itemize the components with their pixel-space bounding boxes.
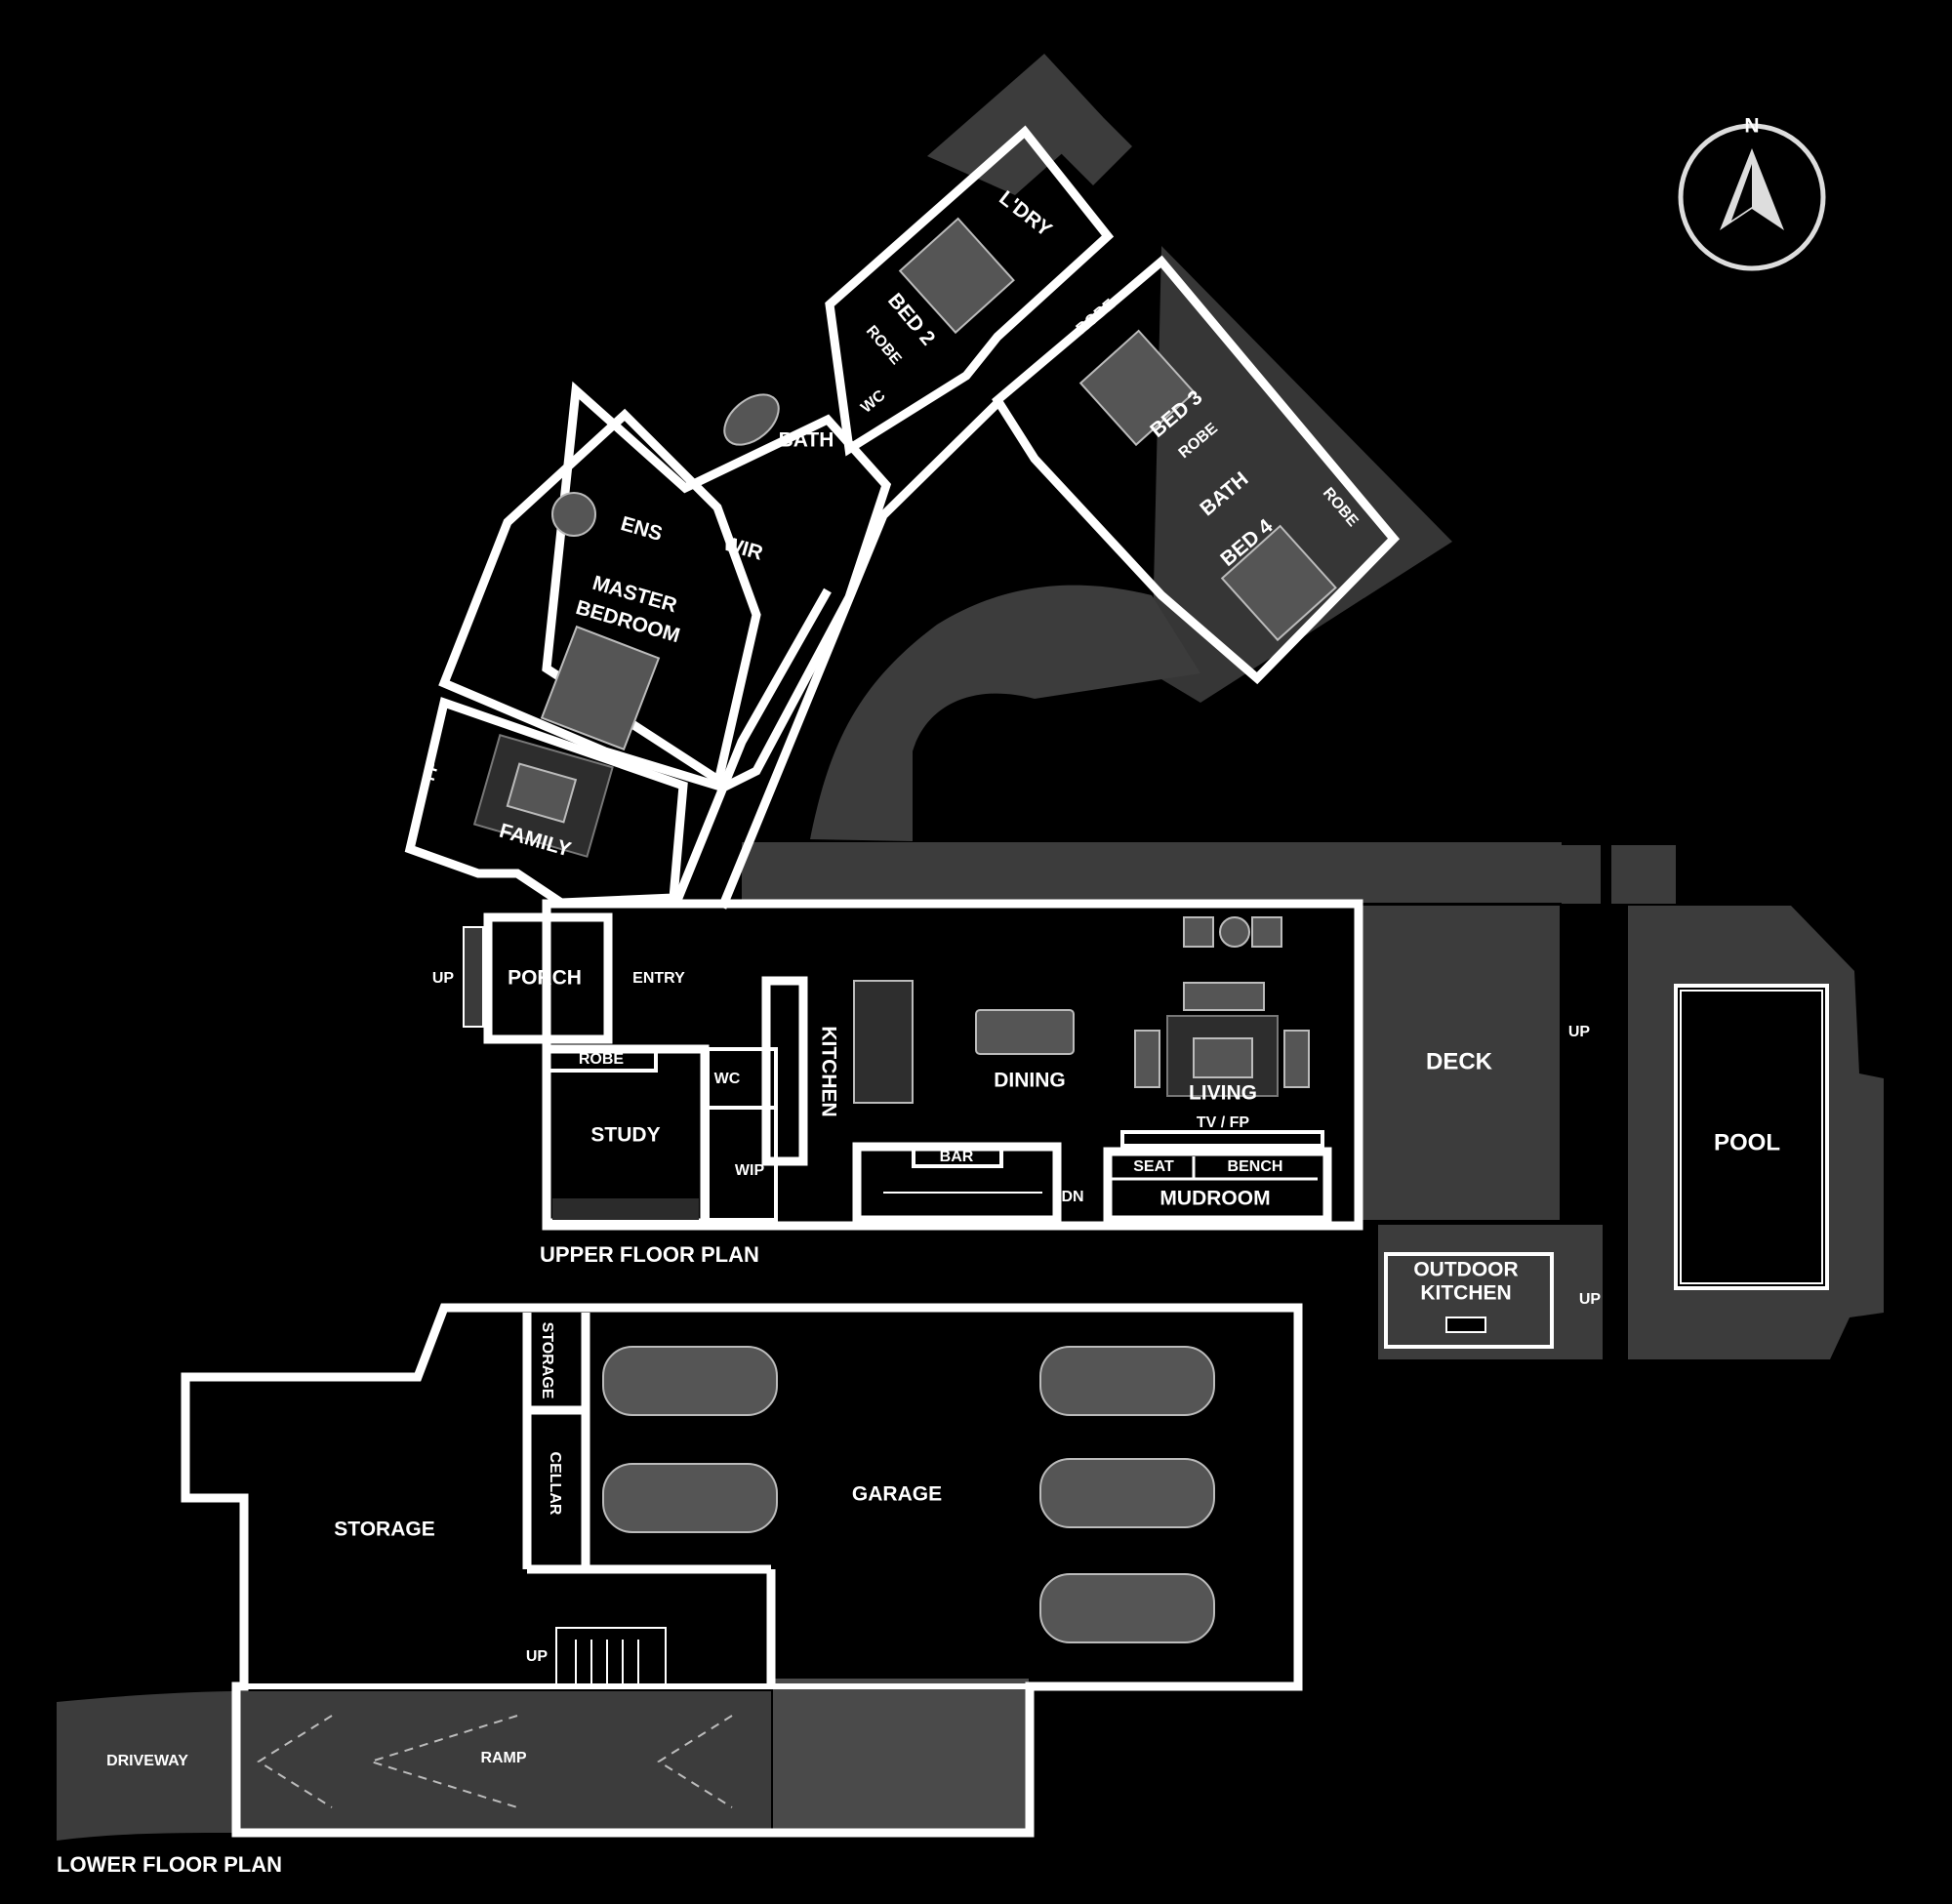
upper-floor-plan-title: UPPER FLOOR PLAN bbox=[540, 1242, 759, 1267]
label-wc-bath: WC bbox=[858, 386, 889, 416]
car-1 bbox=[602, 1346, 778, 1416]
upper-floor-walls bbox=[404, 125, 1554, 1349]
label-porch: PORCH bbox=[508, 967, 582, 990]
label-ens: ENS bbox=[618, 512, 665, 546]
label-robe-study: ROBE bbox=[579, 1051, 625, 1068]
label-outdoor-kitchen-2: KITCHEN bbox=[1420, 1282, 1511, 1305]
pool bbox=[1674, 984, 1829, 1290]
label-robe-bed2: ROBE bbox=[863, 323, 905, 369]
label-ramp: RAMP bbox=[480, 1750, 526, 1766]
car-3 bbox=[1039, 1346, 1215, 1416]
label-wip: WIP bbox=[735, 1162, 765, 1179]
label-cellar: CELLAR bbox=[547, 1452, 563, 1516]
ramp-arrows bbox=[257, 1715, 733, 1808]
label-pool: POOL bbox=[1714, 1129, 1780, 1155]
driveway-area bbox=[57, 1691, 232, 1841]
label-wc-study: WC bbox=[714, 1071, 741, 1087]
lower-floor-plan-title: LOWER FLOOR PLAN bbox=[57, 1852, 282, 1877]
label-bench: BENCH bbox=[1228, 1158, 1283, 1175]
car-5 bbox=[1039, 1573, 1215, 1643]
deck-area bbox=[1359, 906, 1560, 1220]
ramp-area bbox=[236, 1691, 771, 1833]
label-robe-bed3: ROBE bbox=[1074, 296, 1119, 338]
label-kitchen: KITCHEN bbox=[817, 1026, 839, 1116]
label-storage-small: STORAGE bbox=[539, 1322, 555, 1399]
label-deck: DECK bbox=[1426, 1048, 1493, 1074]
compass: N bbox=[1678, 115, 1826, 271]
label-dn: DN bbox=[1061, 1189, 1083, 1205]
label-mudroom: MUDROOM bbox=[1159, 1188, 1270, 1210]
label-up-deck2: UP bbox=[1579, 1291, 1602, 1308]
garage-cars bbox=[602, 1346, 1215, 1643]
label-outdoor-kitchen-1: OUTDOOR bbox=[1413, 1259, 1518, 1281]
label-fp-family: FP bbox=[422, 758, 443, 783]
label-laundry: L'DRY bbox=[995, 186, 1056, 241]
label-bar: BAR bbox=[940, 1149, 974, 1165]
label-living: LIVING bbox=[1189, 1082, 1257, 1105]
label-storage: STORAGE bbox=[334, 1519, 434, 1541]
label-up-porch: UP bbox=[432, 970, 455, 987]
compass-north-label: N bbox=[1744, 115, 1759, 138]
label-entry: ENTRY bbox=[632, 970, 685, 987]
lower-floor-walls bbox=[181, 1303, 1303, 1838]
porch-walls bbox=[483, 912, 613, 1044]
landscape bbox=[57, 54, 1884, 1841]
label-tv-fp: TV / FP bbox=[1197, 1114, 1250, 1131]
car-4 bbox=[1039, 1458, 1215, 1528]
label-seat: SEAT bbox=[1133, 1158, 1174, 1175]
label-wir: WIR bbox=[720, 532, 765, 564]
furniture bbox=[472, 217, 1337, 1097]
label-up-deck1: UP bbox=[1568, 1024, 1591, 1040]
label-garage: GARAGE bbox=[852, 1483, 942, 1506]
label-driveway: DRIVEWAY bbox=[106, 1753, 188, 1769]
label-study: STUDY bbox=[590, 1124, 660, 1147]
label-bath: BATH bbox=[779, 429, 834, 452]
label-dining: DINING bbox=[994, 1070, 1066, 1092]
car-2 bbox=[602, 1463, 778, 1533]
label-up-lower: UP bbox=[526, 1648, 549, 1665]
